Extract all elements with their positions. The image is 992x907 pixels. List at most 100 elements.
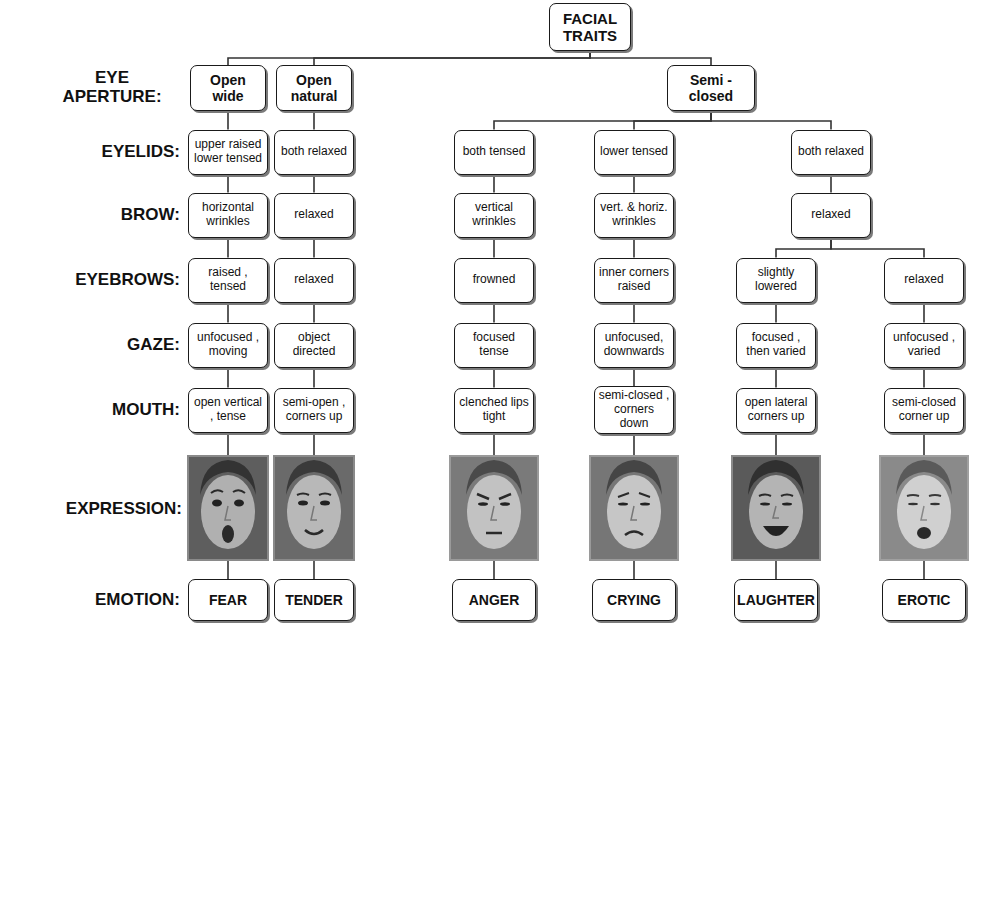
node-text: open lateral corners up	[740, 396, 812, 424]
root-box: FACIAL TRAITS	[549, 3, 631, 51]
tree-connector	[923, 368, 925, 388]
emotion-box: LAUGHTER	[734, 579, 818, 621]
trait-box: unfocused , moving	[188, 323, 268, 368]
emotion-box: FEAR	[188, 579, 268, 621]
node-text: Open wide	[194, 72, 262, 104]
tree-connector	[633, 238, 635, 258]
tree-connector	[313, 303, 315, 323]
trait-box: upper raised lower tensed	[188, 130, 268, 175]
trait-box: vert. & horiz. wrinkles	[594, 193, 674, 238]
trait-box: horizontal wrinkles	[188, 193, 268, 238]
face-photo	[188, 456, 268, 560]
trait-box: semi-closed , corners down	[594, 386, 674, 433]
category-box: Open natural	[276, 65, 352, 111]
node-text: ANGER	[469, 592, 520, 608]
trait-box: inner corners raised	[594, 258, 674, 303]
tree-connector	[313, 111, 315, 130]
trait-box: unfocused, downwards	[594, 323, 674, 368]
tree-connector	[228, 51, 590, 65]
tree-connector	[775, 368, 777, 388]
category-box: Semi - closed	[667, 65, 755, 111]
trait-box: slightly lowered	[736, 258, 816, 303]
node-text: open vertical , tense	[192, 396, 264, 424]
trait-box: open lateral corners up	[736, 388, 816, 433]
node-text: object directed	[278, 331, 350, 359]
trait-box: relaxed	[791, 193, 871, 238]
node-text: both relaxed	[281, 145, 347, 159]
row-label: EMOTION:	[10, 591, 180, 610]
node-text: vertical wrinkles	[458, 201, 530, 229]
node-text: LAUGHTER	[737, 592, 815, 608]
node-text: focused tense	[458, 331, 530, 359]
tree-connector	[776, 238, 831, 258]
trait-box: lower tensed	[594, 130, 674, 175]
emotion-box: CRYING	[592, 579, 676, 621]
tree-connector	[227, 175, 229, 193]
tree-connector	[227, 368, 229, 388]
tree-connector	[314, 51, 590, 65]
trait-box: raised , tensed	[188, 258, 268, 303]
tree-connector	[313, 175, 315, 193]
trait-box: vertical wrinkles	[454, 193, 534, 238]
node-text: FEAR	[209, 592, 247, 608]
node-text: vert. & horiz. wrinkles	[598, 201, 670, 229]
tree-connector	[775, 303, 777, 323]
node-text: clenched lips tight	[458, 396, 530, 424]
trait-box: both relaxed	[274, 130, 354, 175]
trait-box: clenched lips tight	[454, 388, 534, 433]
category-box: Open wide	[190, 65, 266, 111]
trait-box: relaxed	[274, 258, 354, 303]
emotion-box: ANGER	[452, 579, 536, 621]
trait-box: object directed	[274, 323, 354, 368]
tree-connector	[227, 111, 229, 130]
tree-connector	[313, 238, 315, 258]
face-photo	[450, 456, 538, 560]
face-photo	[590, 456, 678, 560]
row-label: EYE APERTURE:	[50, 69, 174, 106]
node-text: unfocused , varied	[888, 331, 960, 359]
row-label: EYELIDS:	[10, 143, 180, 162]
tree-connector	[227, 238, 229, 258]
trait-box: open vertical , tense	[188, 388, 268, 433]
tree-connector	[633, 368, 635, 387]
tree-connector	[493, 368, 495, 388]
node-text: raised , tensed	[192, 266, 264, 294]
row-label: BROW:	[10, 206, 180, 225]
node-text: CRYING	[607, 592, 661, 608]
emotion-box: TENDER	[274, 579, 354, 621]
trait-box: focused tense	[454, 323, 534, 368]
tree-connector	[493, 238, 495, 258]
node-text: focused , then varied	[740, 331, 812, 359]
tree-connector	[923, 303, 925, 323]
trait-box: semi-open , corners up	[274, 388, 354, 433]
node-text: relaxed	[904, 273, 943, 287]
trait-box: both relaxed	[791, 130, 871, 175]
tree-connector	[633, 303, 635, 323]
row-label: GAZE:	[10, 336, 180, 355]
node-text: EROTIC	[898, 592, 951, 608]
node-text: both tensed	[463, 145, 526, 159]
node-text: inner corners raised	[598, 266, 670, 294]
trait-box: focused , then varied	[736, 323, 816, 368]
node-text: both relaxed	[798, 145, 864, 159]
node-text: Semi - closed	[671, 72, 751, 104]
face-photo	[274, 456, 354, 560]
node-text: horizontal wrinkles	[192, 201, 264, 229]
tree-connector	[493, 175, 495, 193]
trait-box: frowned	[454, 258, 534, 303]
tree-connector	[494, 111, 711, 130]
face-photo	[880, 456, 968, 560]
row-label: EYEBROWS:	[10, 271, 180, 290]
node-text: relaxed	[811, 208, 850, 222]
tree-connector	[313, 368, 315, 388]
tree-connector	[634, 111, 711, 130]
tree-connector	[633, 175, 635, 193]
node-text: slightly lowered	[740, 266, 812, 294]
trait-box: unfocused , varied	[884, 323, 964, 368]
node-text: lower tensed	[600, 145, 668, 159]
trait-box: semi-closed corner up	[884, 388, 964, 433]
tree-connector	[711, 111, 831, 130]
row-label: MOUTH:	[10, 401, 180, 420]
node-text: semi-closed , corners down	[598, 389, 670, 430]
